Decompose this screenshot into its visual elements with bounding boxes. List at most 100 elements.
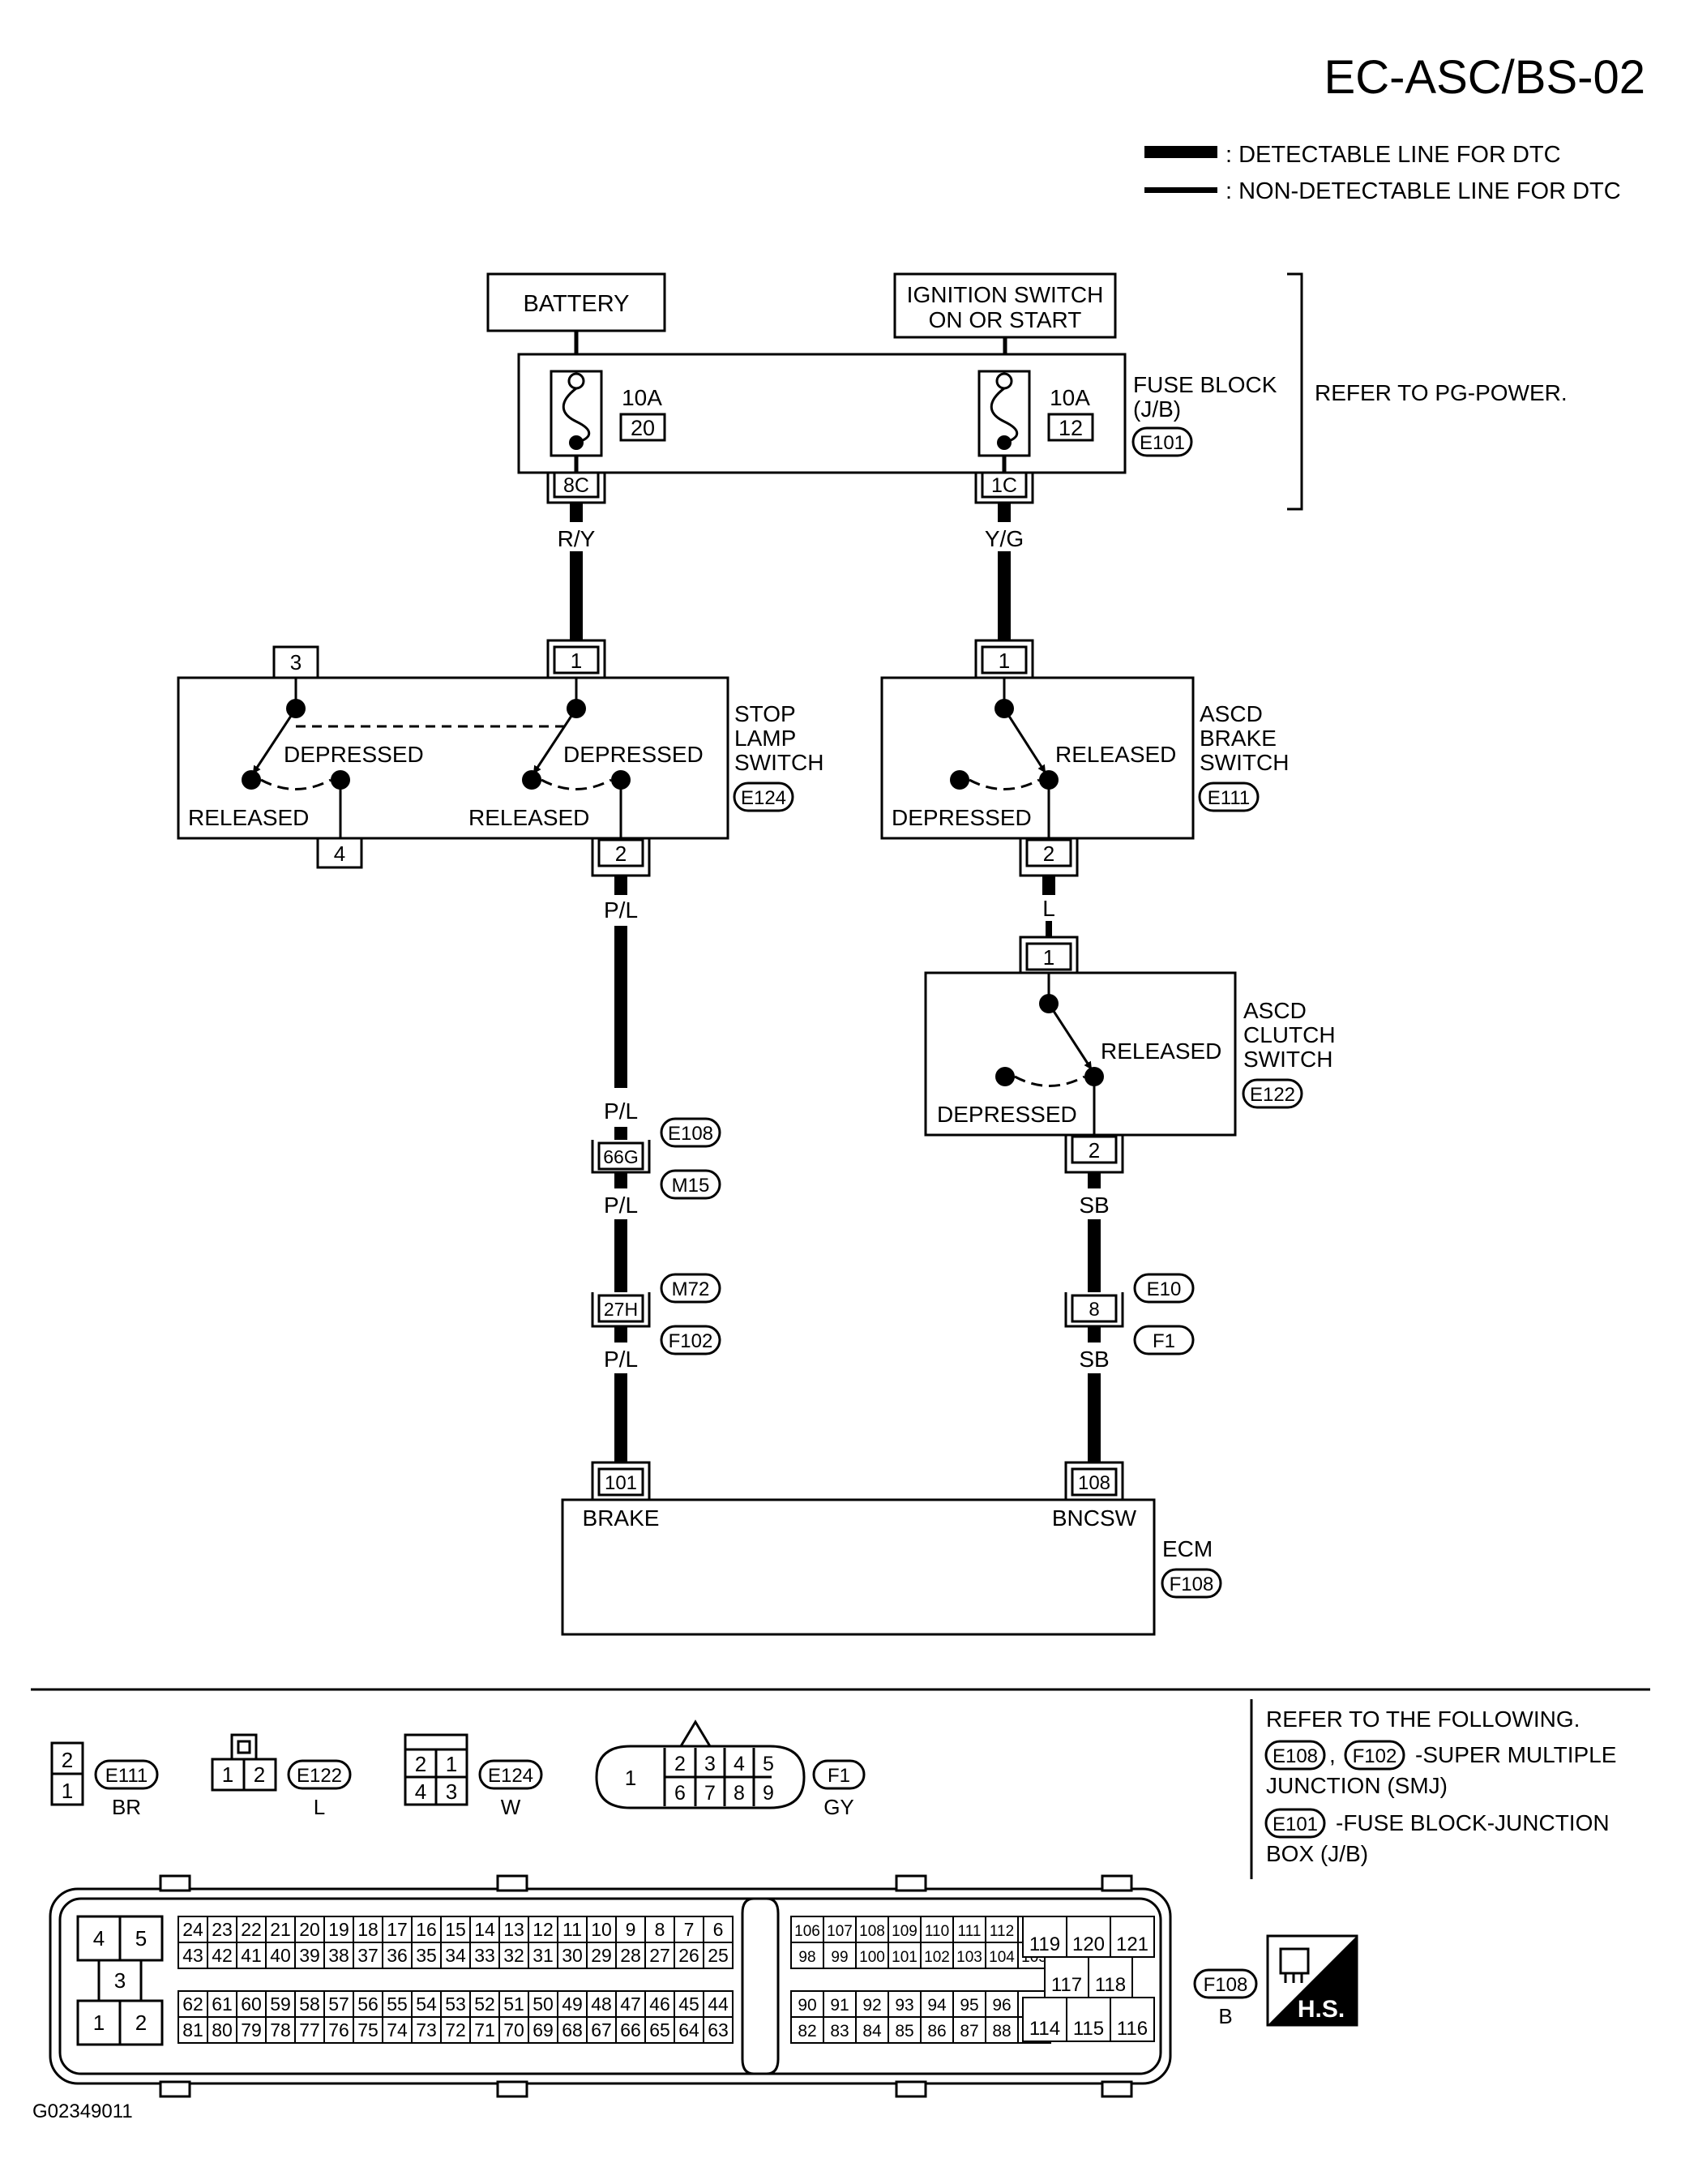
- f108-pin-label: 12: [533, 1919, 554, 1940]
- f108-pin-label: 45: [678, 1993, 699, 2015]
- wire-label-sb-1: SB: [1079, 1193, 1109, 1218]
- svg-text:REFER TO THE FOLLOWING.: REFER TO THE FOLLOWING.: [1266, 1707, 1580, 1732]
- f108-pin-label: 63: [708, 2019, 729, 2041]
- svg-text:7: 7: [704, 1782, 716, 1805]
- f108-pin-label: 23: [212, 1919, 233, 1940]
- f108-pin-cell: [265, 2016, 296, 2044]
- f108-pin-label: 68: [562, 2019, 583, 2041]
- f108-pin-label: 48: [591, 1993, 612, 2015]
- f108-pin-label: 80: [212, 2019, 233, 2041]
- f108-pin-cell: [440, 1942, 471, 1969]
- svg-text:2: 2: [415, 1752, 426, 1776]
- f108-pin-label: 55: [387, 1993, 408, 2015]
- hs-label: H.S.: [1298, 1996, 1345, 2023]
- f108-pin-cell: [178, 1990, 208, 2018]
- wire-label-p-l-1: P/L: [604, 897, 638, 923]
- svg-text:5: 5: [763, 1753, 774, 1775]
- f108-pin-label: 50: [533, 1993, 554, 2015]
- stop-lamp-connector: E124: [741, 787, 786, 809]
- f108-pin-label: 75: [357, 2019, 379, 2041]
- f108-id: F108: [1204, 1974, 1248, 1996]
- f108-pin-label: 85: [895, 2022, 913, 2041]
- f108-pin-cell: [674, 2016, 704, 2044]
- f108-pin-cell: [823, 1942, 857, 1969]
- f108-pin-label: 117: [1051, 1974, 1082, 1996]
- f108-pin-cell: [790, 1990, 824, 2018]
- f108-pin-cell: [265, 1916, 296, 1943]
- f108-pin-cell: [265, 1942, 296, 1969]
- junction-e108: E108: [668, 1123, 713, 1145]
- wire-y-g-top: [998, 503, 1011, 522]
- fuse-right-amp: 10A: [1050, 385, 1090, 410]
- clutch-switch-released: RELEASED: [1101, 1038, 1221, 1064]
- f108-pin-label: 70: [503, 2019, 524, 2041]
- clutch-switch-pin-1: 1: [1043, 945, 1054, 970]
- svg-text:BR: BR: [112, 1795, 141, 1819]
- svg-text:E122: E122: [297, 1765, 342, 1787]
- svg-text:1: 1: [446, 1752, 457, 1776]
- wire-y-g: [998, 551, 1011, 640]
- f108-pin-label: 103: [956, 1949, 982, 1966]
- svg-text:1: 1: [625, 1766, 636, 1790]
- clutch-switch-pin-2: 2: [1089, 1138, 1100, 1163]
- f108-pin-label: 61: [212, 1993, 233, 2015]
- f108-pin-label: 36: [387, 1945, 408, 1966]
- f108-pin-label: 56: [357, 1993, 379, 2015]
- f108-pin-cell: [323, 2016, 354, 2044]
- refer-pg-power: REFER TO PG-POWER.: [1315, 380, 1568, 405]
- f108-pin-label: 59: [270, 1993, 291, 2015]
- ecm-pin-101: 101: [605, 1472, 637, 1494]
- f108-pin-cell: [644, 1916, 675, 1943]
- f108-pin-cell: [207, 1942, 237, 1969]
- f108-pin-cell: [178, 2016, 208, 2044]
- stop-lamp-depressed-2: DEPRESSED: [563, 742, 704, 767]
- svg-text:9: 9: [763, 1782, 774, 1805]
- f108-pin-label: 86: [927, 2022, 946, 2041]
- f108-pin-label: 112: [990, 1923, 1014, 1940]
- f108-pin-label: 73: [416, 2019, 437, 2041]
- f108-pin-cell: [985, 1916, 1019, 1943]
- f108-pin-label: 84: [862, 2022, 882, 2041]
- clutch-switch-label-1: ASCD: [1243, 998, 1307, 1023]
- wire-label-p-l-4: P/L: [604, 1347, 638, 1372]
- legend-detectable: : DETECTABLE LINE FOR DTC: [1225, 142, 1561, 168]
- clutch-switch-connector: E122: [1250, 1084, 1295, 1106]
- f108-pin-label: 66: [620, 2019, 641, 2041]
- f108-pin-cell: [294, 1942, 325, 1969]
- brake-switch-pin-2: 2: [1043, 841, 1054, 866]
- f108-pin-label: 60: [241, 1993, 262, 2015]
- stop-lamp-label-2: LAMP: [734, 726, 796, 751]
- f108-pin-label: 78: [270, 2019, 291, 2041]
- f108-pin-cell: [207, 2016, 237, 2044]
- f108-pin-cell: [265, 1990, 296, 2018]
- legend-thick-line: [1144, 146, 1217, 158]
- svg-text:5: 5: [135, 1926, 147, 1951]
- f108-pin-label: 14: [474, 1919, 495, 1940]
- f108-pin-cell: [985, 1942, 1019, 1969]
- junction-f1: F1: [1153, 1330, 1175, 1352]
- ecm-pin-108: 108: [1078, 1472, 1110, 1494]
- f108-pin-label: 44: [708, 1993, 729, 2015]
- svg-text:L: L: [314, 1795, 325, 1819]
- f108-pin-cell: [353, 2016, 383, 2044]
- f108-pin-label: 107: [827, 1923, 853, 1940]
- f108-pin-label: 93: [895, 1996, 913, 2015]
- f108-pin-label: 64: [678, 2019, 699, 2041]
- svg-text:3: 3: [446, 1779, 457, 1804]
- f108-pin-cell: [855, 1990, 889, 2018]
- f108-pin-label: 11: [562, 1919, 582, 1940]
- f108-pin-cell: [644, 2016, 675, 2044]
- f108-pin-label: 69: [533, 2019, 554, 2041]
- ignition-label-1: IGNITION SWITCH: [907, 282, 1104, 307]
- f108-pin-cell: [294, 2016, 325, 2044]
- junction-e10: E10: [1147, 1278, 1182, 1300]
- f108-pin-label: 9: [626, 1919, 636, 1940]
- connector-e122: 1 2 E122 L: [211, 1733, 352, 1819]
- wire-label-p-l-2: P/L: [604, 1098, 638, 1124]
- f108-pin-label: 99: [831, 1949, 848, 1966]
- f108-pin-label: 47: [620, 1993, 641, 2015]
- wire-label-l: L: [1042, 896, 1055, 921]
